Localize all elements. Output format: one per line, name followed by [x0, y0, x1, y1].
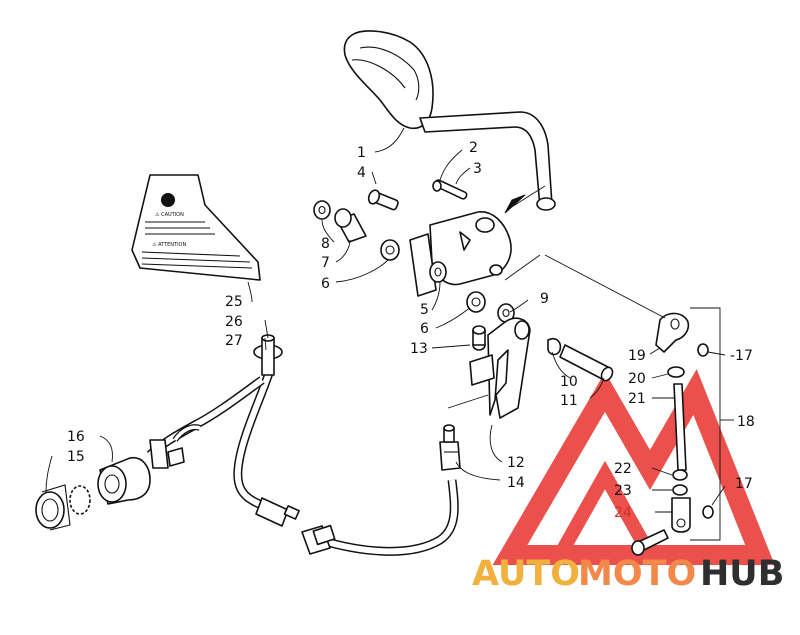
callout-12: 12	[507, 455, 525, 471]
rod-21	[673, 383, 687, 471]
callout-5: 5	[420, 302, 429, 318]
callout-6b: 6	[420, 321, 429, 337]
clip-10	[547, 337, 562, 356]
callout-8: 8	[321, 236, 330, 252]
callout-11: 11	[560, 393, 578, 409]
grommet-27	[253, 334, 283, 376]
callout-25: 25	[225, 294, 243, 310]
callout-27: 27	[225, 333, 243, 349]
callout-23: 23	[614, 483, 632, 499]
bushing-6a	[380, 239, 400, 261]
callout-6a: 6	[321, 276, 330, 292]
bushing-6b	[466, 291, 486, 313]
leader-lines	[45, 127, 734, 541]
callout-24: 24	[614, 505, 632, 521]
switch-13	[472, 325, 486, 351]
washer-20	[667, 366, 685, 378]
callout-7: 7	[321, 255, 330, 271]
pin-11	[559, 344, 614, 382]
callout-21: 21	[628, 391, 646, 407]
bracket-12	[469, 317, 531, 419]
callout-15: 15	[67, 449, 85, 465]
switch-14	[439, 424, 461, 471]
nut-22	[672, 469, 688, 481]
rod-end-19	[655, 312, 690, 353]
decal-attention-text: ⚠ ATTENTION	[152, 242, 186, 248]
callout-2: 2	[469, 140, 478, 156]
callout-22: 22	[614, 461, 632, 477]
callout-26: 26	[225, 314, 243, 330]
pin-2-3	[432, 179, 468, 200]
watermark-text: AUTO MOTO HUB	[472, 554, 784, 594]
bolt-lower	[631, 529, 669, 556]
nut-23	[672, 484, 688, 496]
wiring-harness	[146, 368, 459, 556]
callout-16: 16	[67, 429, 85, 445]
watermark-part-moto: MOTO	[578, 554, 696, 594]
callout-17b: 17	[735, 476, 753, 492]
rod-end-24	[671, 497, 691, 533]
callout-1: 1	[357, 145, 366, 161]
direction-arrow	[504, 194, 526, 214]
warning-decal: ⚠ CAUTION ⚠ ATTENTION	[131, 174, 261, 281]
watermark-logo	[492, 369, 775, 565]
callout-3: 3	[473, 161, 482, 177]
connector-a	[255, 497, 300, 527]
callout-4: 4	[357, 165, 366, 181]
washer-8	[313, 200, 331, 220]
callout-19: 19	[628, 348, 646, 364]
nut-17a	[697, 343, 709, 357]
nut-17b	[702, 505, 714, 519]
callout-20: 20	[628, 371, 646, 387]
decal-caution-text: ⚠ CAUTION	[155, 212, 184, 218]
callouts: 1 2 3 4 5 6 6 7 8 9 10 11 12 13 14 15 16…	[67, 140, 755, 521]
ignition-switch-15	[97, 456, 151, 505]
callout-9: 9	[540, 291, 549, 307]
connector-c	[149, 439, 185, 469]
shift-handle	[343, 30, 556, 297]
bushing-7	[334, 208, 367, 243]
watermark-part-auto: AUTO	[472, 554, 580, 594]
callout-13: 13	[410, 341, 428, 357]
connector-b	[301, 524, 336, 555]
pivot-5	[429, 261, 447, 283]
watermark-part-hub: HUB	[700, 554, 784, 594]
callout-18: 18	[737, 414, 755, 430]
callout-14: 14	[507, 475, 525, 491]
callout-17a: -17	[730, 348, 753, 364]
callout-10: 10	[560, 374, 578, 390]
bolt-4	[367, 189, 399, 211]
nut-ring-16	[35, 484, 91, 531]
